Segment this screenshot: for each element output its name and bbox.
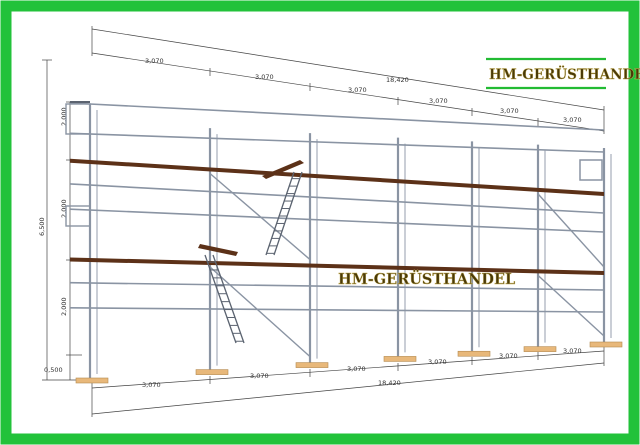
diagonal-brace [537, 193, 605, 268]
base-plate [523, 346, 557, 352]
dim-bottom-3: 3,070 [347, 365, 366, 373]
base-plate [383, 356, 417, 362]
logo-top: HM-GERÜSTHANDEL [486, 57, 640, 90]
diagonal-brace [537, 274, 605, 337]
dim-left-1: 2,000 [60, 107, 68, 126]
diagonal-brace [209, 172, 311, 261]
dim-top-2: 3,070 [255, 73, 274, 81]
left-dimension-labels: 2,000 2,000 2,000 6,500 0,500 [38, 107, 68, 374]
dim-top-5: 3,070 [500, 107, 519, 115]
guard-rail [69, 132, 605, 153]
dim-top-total: 18,420 [386, 76, 409, 84]
guard-rail [69, 183, 605, 214]
scaffold-structure [65, 101, 623, 384]
dim-top-6: 3,070 [563, 116, 582, 124]
guard-rail [69, 102, 605, 131]
base-plate [295, 362, 329, 368]
dim-top-1: 3,070 [145, 57, 164, 65]
dim-bottom-4: 3,070 [428, 358, 447, 366]
dim-top-3: 3,070 [348, 86, 367, 94]
end-guard-frame [65, 205, 91, 227]
dim-bottom-1: 3,070 [142, 381, 161, 389]
logo-center: HM-GERÜSTHANDEL [338, 269, 516, 288]
dim-left-2: 2,000 [60, 199, 68, 218]
dim-left-total: 6,500 [38, 217, 46, 236]
guard-rail [69, 208, 605, 233]
deck-plank [70, 257, 604, 275]
logo-center-text: HM-GERÜSTHANDEL [338, 269, 515, 288]
guard-rail [69, 281, 605, 291]
dim-bottom-2: 3,070 [250, 372, 269, 380]
base-plate [589, 341, 623, 348]
dim-bottom-6: 3,070 [563, 347, 582, 355]
hatch-lid-upper [262, 160, 304, 179]
base-plate [75, 377, 109, 384]
ladder-upper-rail [273, 171, 303, 256]
end-guard-frame [65, 103, 91, 135]
bottom-dimension-labels: 3,070 3,070 3,070 3,070 3,070 3,070 18,4… [142, 347, 582, 389]
hatch-lid-lower [198, 244, 238, 256]
end-guard-frame [579, 159, 603, 181]
dim-bottom-5: 3,070 [499, 352, 518, 360]
dim-top-4: 3,070 [429, 97, 448, 105]
logo-top-text: HM-GERÜSTHANDEL [489, 66, 640, 83]
base-plate [195, 369, 229, 375]
diagonal-brace [209, 266, 311, 358]
top-dimension-labels: 3,070 3,070 3,070 3,070 3,070 3,070 18,4… [145, 57, 582, 124]
guard-rail [69, 307, 605, 313]
dim-left-base: 0,500 [44, 366, 63, 374]
deck-plank [70, 158, 604, 196]
dim-left-3: 2,000 [60, 297, 68, 316]
bottom-dimension [91, 347, 605, 417]
base-plate [457, 350, 491, 357]
ladder-lower-rail [204, 254, 237, 344]
dim-bottom-total: 18,420 [378, 379, 401, 387]
